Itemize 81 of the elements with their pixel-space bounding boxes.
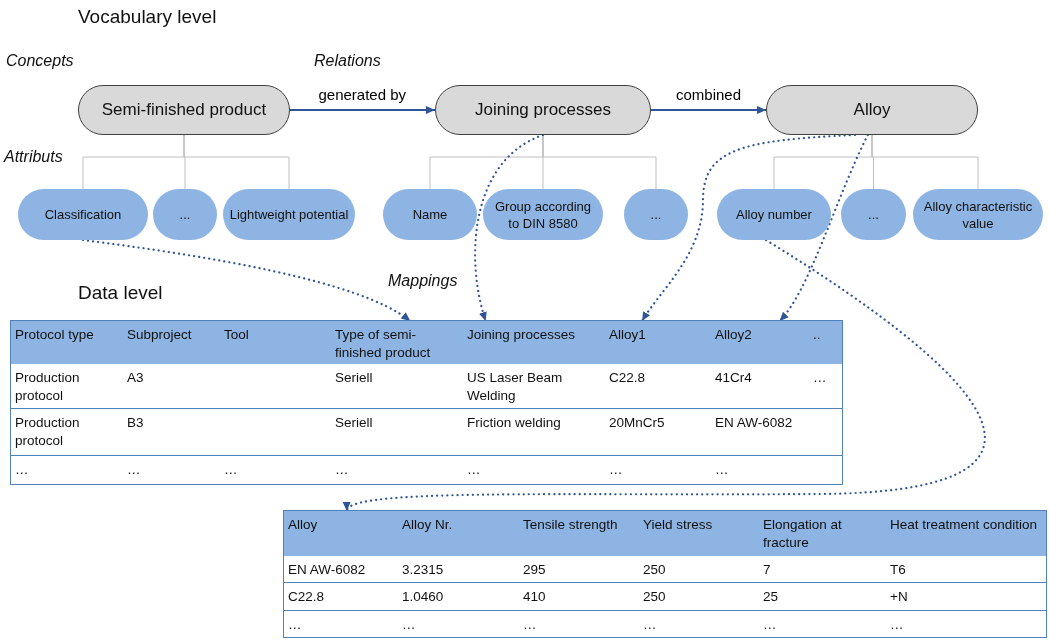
attribute-pill: Lightweight potential bbox=[223, 189, 355, 240]
table-cell-text: 7 bbox=[762, 561, 772, 579]
table-header-cell: Elongation at fracture bbox=[759, 511, 886, 556]
table-cell-text: … bbox=[642, 616, 658, 634]
table-cell-text: … bbox=[762, 616, 778, 634]
table-header-cell: Alloy bbox=[284, 511, 398, 556]
concept-node: Semi-finished product bbox=[78, 85, 290, 135]
dotted-arrow bbox=[81, 238, 412, 323]
table-cell-text: Seriell bbox=[334, 414, 374, 432]
arrow bbox=[289, 106, 436, 114]
concept-node: Alloy bbox=[766, 85, 978, 135]
table-cell-text: 20MnCr5 bbox=[608, 414, 666, 432]
table-cell-text: … bbox=[608, 461, 624, 479]
edge-label: combined bbox=[674, 86, 744, 103]
table-header-cell: Heat treatment condition bbox=[886, 511, 1046, 556]
table-cell-text: 410 bbox=[522, 588, 547, 606]
table-cell-text: EN AW-6082 bbox=[714, 414, 794, 432]
dotted-arrow bbox=[474, 133, 545, 323]
table-header-cell: Type of semi-finished product bbox=[331, 321, 463, 364]
table-cell-text: Seriell bbox=[334, 369, 374, 387]
table-cell-text: B3 bbox=[126, 414, 145, 432]
concept-node: Joining processes bbox=[435, 85, 651, 135]
edge-label: generated by bbox=[316, 86, 409, 103]
section-heading: Data level bbox=[78, 282, 163, 304]
category-label: Mappings bbox=[388, 272, 458, 290]
table-cell-text: C22.8 bbox=[608, 369, 647, 387]
section-heading: Vocabulary level bbox=[78, 6, 217, 28]
table-cell-text: … bbox=[126, 461, 142, 479]
table-header-cell: Tensile strength bbox=[519, 511, 639, 556]
table-cell-text: … bbox=[714, 461, 730, 479]
table-cell-text: Production protocol bbox=[14, 414, 81, 450]
table-cell-text: EN AW-6082 bbox=[287, 561, 367, 579]
attribute-pill: ... bbox=[841, 189, 906, 240]
table-cell-text: … bbox=[14, 461, 30, 479]
table-cell-text: C22.8 bbox=[287, 588, 326, 606]
table-header-cell: Yield stress bbox=[639, 511, 759, 556]
table-cell-text: 295 bbox=[522, 561, 547, 579]
table-cell-text: … bbox=[812, 369, 828, 387]
arrow bbox=[650, 106, 767, 114]
table-cell-text: US Laser Beam Welding bbox=[466, 369, 564, 405]
table-header-cell: Alloy Nr. bbox=[398, 511, 519, 556]
table-header-cell: Alloy2 bbox=[711, 321, 809, 364]
table-cell-text: … bbox=[889, 616, 905, 634]
connector-line bbox=[542, 134, 657, 190]
table-header-cell: Alloy1 bbox=[605, 321, 711, 364]
attribute-pill: Classification bbox=[18, 189, 148, 240]
attribute-pill: Alloy number bbox=[717, 189, 831, 240]
connector-line bbox=[183, 134, 290, 190]
table-cell-text: … bbox=[223, 461, 239, 479]
attribute-pill: Name bbox=[383, 189, 477, 240]
table-cell-text: Production protocol bbox=[14, 369, 81, 405]
table-header-cell: Subproject bbox=[123, 321, 220, 364]
attribute-pill: ... bbox=[624, 189, 688, 240]
table-cell-text: A3 bbox=[126, 369, 145, 387]
table-cell-text: Friction welding bbox=[466, 414, 562, 432]
attribute-pill: Group according to DIN 8580 bbox=[483, 189, 603, 240]
table-cell-text: 1.0460 bbox=[401, 588, 445, 606]
attribute-pill: ... bbox=[153, 189, 217, 240]
connector-line bbox=[871, 134, 979, 190]
table-header-cell: Joining processes bbox=[463, 321, 605, 364]
table-cell-text: T6 bbox=[889, 561, 907, 579]
category-label: Relations bbox=[314, 52, 381, 70]
dotted-arrow bbox=[345, 238, 986, 513]
table-header-cell: .. bbox=[809, 321, 842, 364]
table-cell-text: … bbox=[466, 461, 482, 479]
table-header-cell: Tool bbox=[220, 321, 331, 364]
table-cell-text: +N bbox=[889, 588, 909, 606]
table-cell-text: … bbox=[401, 616, 417, 634]
table-cell-text: … bbox=[287, 616, 303, 634]
table-cell-text: … bbox=[334, 461, 350, 479]
table-cell-text: 41Cr4 bbox=[714, 369, 753, 387]
table-cell-text: … bbox=[522, 616, 538, 634]
table-cell-text: 25 bbox=[762, 588, 780, 606]
table-cell-text: 250 bbox=[642, 561, 667, 579]
dotted-arrow bbox=[778, 133, 869, 323]
attribute-pill: Alloy characteristic value bbox=[913, 189, 1043, 240]
category-label: Concepts bbox=[6, 52, 74, 70]
table-cell-text: 3.2315 bbox=[401, 561, 445, 579]
category-label: Attributs bbox=[4, 148, 63, 166]
table-header-cell: Protocol type bbox=[11, 321, 123, 364]
table-cell-text: 250 bbox=[642, 588, 667, 606]
